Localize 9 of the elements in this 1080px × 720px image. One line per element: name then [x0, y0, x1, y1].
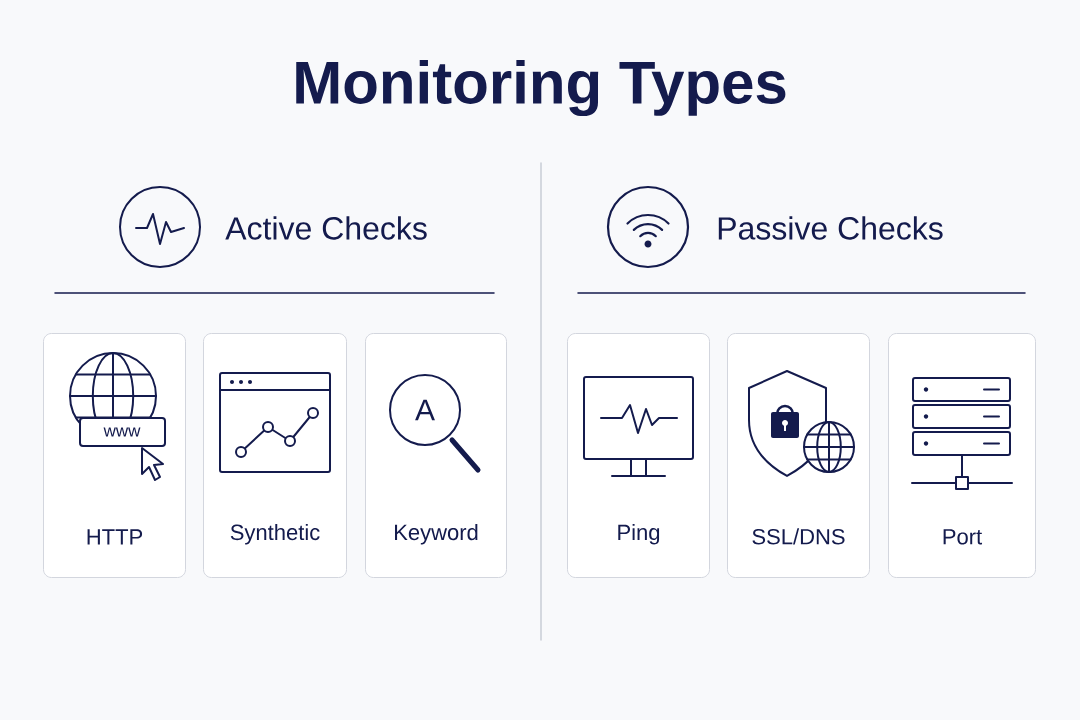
section-heading: Passive Checks — [718, 216, 943, 240]
icon-text: www — [103, 427, 141, 437]
card: Port — [888, 333, 1036, 578]
card: SSL/DNS — [727, 333, 870, 578]
card: Ping — [567, 333, 710, 578]
title: Monitoring Types — [296, 59, 786, 117]
section-heading: Active Checks — [225, 216, 427, 240]
icon-text: A — [415, 399, 435, 421]
card: Synthetic — [203, 333, 347, 578]
